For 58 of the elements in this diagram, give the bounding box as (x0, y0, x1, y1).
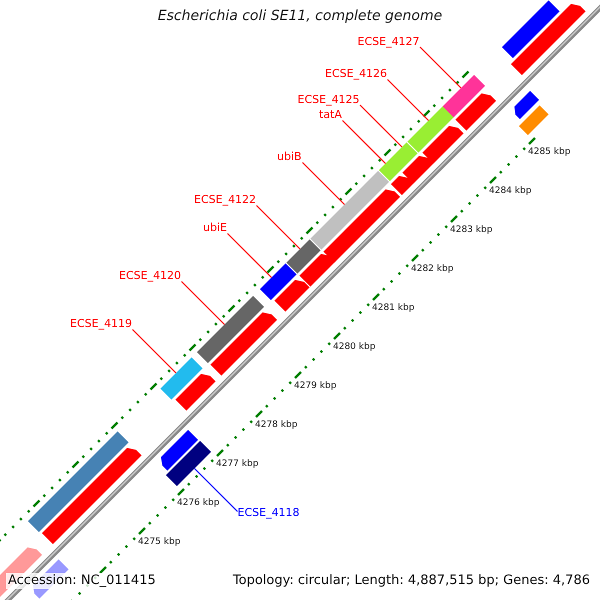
scale-label: 4284 kbp (489, 186, 532, 197)
scale-label: 4282 kbp (411, 264, 454, 275)
leader-line (387, 79, 429, 121)
gene-bar (502, 0, 560, 58)
gene-bar (310, 170, 390, 250)
gene-label: ECSE_4125 (298, 92, 360, 106)
gene-bar (402, 156, 434, 184)
map-title: Escherichia coli SE11, complete genome (158, 8, 442, 24)
gene-bar (160, 430, 198, 471)
gene-bar (28, 431, 129, 532)
gene-label: ECSE_4122 (194, 193, 256, 206)
gene-bar (210, 312, 278, 376)
gene-bar (514, 90, 540, 120)
gene-bar (510, 4, 586, 76)
gene-label: tatA (319, 108, 342, 121)
leader-line (256, 205, 300, 250)
leader-line (227, 233, 272, 278)
gene-bar (518, 105, 549, 136)
gene-label: ECSE_4127 (358, 34, 420, 48)
leader-line (181, 281, 225, 325)
leader-line (360, 104, 402, 148)
scale-label: 4283 kbp (450, 225, 492, 236)
leader-line (132, 329, 176, 374)
gene-bar (442, 74, 486, 118)
leader-line (420, 46, 462, 88)
gene-bar (166, 440, 212, 486)
leader-line (194, 468, 238, 512)
leader-line (302, 162, 345, 205)
accession-text: Accession: NC_011415 (6, 573, 158, 589)
gene-bar (274, 280, 310, 312)
scale-label: 4279 kbp (294, 381, 336, 392)
gene-bar (407, 106, 454, 153)
gene-bar (422, 126, 464, 164)
gene-bar (175, 374, 216, 411)
gene-label: ECSE_4126 (325, 67, 388, 80)
gene-label: ECSE_4118 (238, 506, 300, 518)
gene-bar (286, 239, 321, 274)
gene-label: ECSE_4120 (119, 269, 182, 282)
scale-label: 4276 kbp (177, 498, 220, 509)
gene-label: ubiB (277, 150, 302, 163)
leader-line (342, 120, 386, 164)
gene-bar (378, 142, 418, 182)
gene-label: ECSE_4119 (70, 317, 132, 330)
genome-summary-text: Topology: circular; Length: 4,887,515 bp; Genes: 4,786 (230, 573, 592, 589)
scale-label: 4281 kbp (372, 303, 414, 314)
scale-label: 4275 kbp (138, 537, 180, 548)
gene-bar (299, 254, 336, 287)
gene-bar (196, 296, 264, 364)
gene-bar (323, 189, 400, 263)
scale-label: 4277 kbp (216, 459, 258, 470)
scale-label: 4280 kbp (333, 342, 376, 353)
gene-bar (160, 357, 203, 400)
gene-bar (260, 263, 297, 300)
gene-bar (455, 93, 496, 131)
scale-label: 4285 kbp (528, 147, 570, 158)
gene-bar (390, 176, 414, 196)
gene-label: ubiE (203, 221, 227, 234)
scale-label: 4278 kbp (255, 420, 298, 431)
